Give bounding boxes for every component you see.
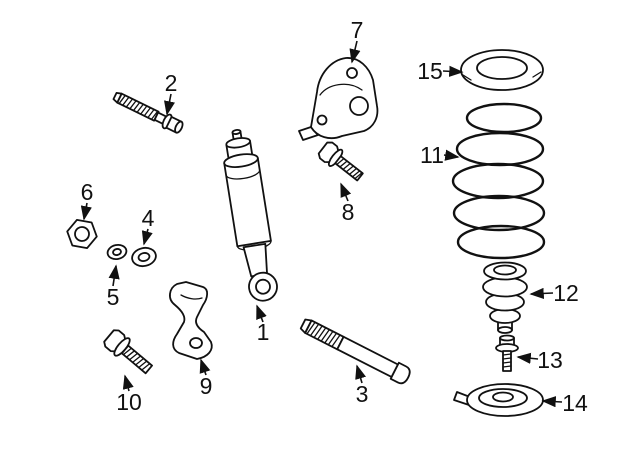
part-coil-spring <box>451 102 546 260</box>
bracket7-hole-top <box>346 67 358 79</box>
arrow-part-7 <box>349 40 361 64</box>
part-label-9: 9 <box>200 373 213 399</box>
shock-body-ring-upper <box>225 169 261 180</box>
part-long-mounting-bolt <box>299 318 411 385</box>
upper-pad-inner <box>476 56 528 80</box>
shock-body-top <box>223 153 259 169</box>
arrow-part-4 <box>141 228 153 246</box>
part-label-5: 5 <box>107 284 120 310</box>
part-shock-absorber <box>223 128 278 302</box>
arrow-part-11 <box>443 149 460 161</box>
arrow-part-10 <box>122 374 134 392</box>
washer4-inner <box>137 252 151 262</box>
part-upper-spring-pad <box>460 49 544 91</box>
arrow-part-3 <box>355 364 366 384</box>
upper-pad-detail <box>462 71 542 81</box>
bolt3-shaft-joint <box>336 336 345 350</box>
bolt3-shaft <box>336 335 399 378</box>
callout-arrows <box>80 40 563 408</box>
part-stud-bolt <box>112 91 184 134</box>
bracket9-body <box>169 281 213 360</box>
part-bump-stopper-bolt <box>495 334 519 372</box>
arrow-part-8 <box>340 182 352 202</box>
spring-coil-2 <box>455 131 545 167</box>
bracket7-body <box>310 57 379 140</box>
bolt3-threads <box>306 321 341 348</box>
part-label-10: 10 <box>116 389 142 415</box>
part-label-7: 7 <box>351 17 364 43</box>
part-bump-stopper <box>482 261 528 334</box>
bolt3-end-cap <box>389 361 411 385</box>
part-hex-nut <box>66 218 98 250</box>
part-label-4: 4 <box>142 205 155 231</box>
part-washer-small <box>106 243 128 261</box>
spring-coil-3 <box>451 162 545 200</box>
part-label-8: 8 <box>342 199 355 225</box>
bolt13-shaft <box>502 350 512 372</box>
bump-stop-stem-cap <box>497 326 513 334</box>
arrow-part-1 <box>256 304 267 323</box>
part-flange-bolt-lower <box>103 329 153 375</box>
arrow-part-9 <box>199 358 211 376</box>
part-label-12: 12 <box>553 280 579 306</box>
shock-body <box>223 157 272 248</box>
part-lower-spring-pad <box>453 383 544 417</box>
nut-hole <box>74 226 90 242</box>
shock-lower-taper <box>242 242 268 278</box>
callout-labels: 1 2 3 4 5 6 7 8 9 10 11 12 13 14 15 <box>81 17 588 416</box>
part-label-1: 1 <box>257 319 270 345</box>
shock-eye-inner <box>255 278 271 295</box>
bracket9-crease <box>180 294 203 300</box>
part-upper-mounting-bracket <box>298 57 379 141</box>
shock-top-stem-cap <box>231 128 242 135</box>
bolt8-shaft <box>334 155 364 182</box>
arrow-part-2 <box>164 93 176 116</box>
bolt2-head-end <box>174 120 184 134</box>
shock-top-mount-cap <box>225 137 251 149</box>
bolt13-threads <box>502 353 512 368</box>
bracket7-hole-side <box>316 114 328 126</box>
spring-coil-4 <box>452 194 546 232</box>
part-lower-bracket <box>169 281 213 360</box>
bolt2-threads <box>118 94 159 120</box>
arrow-part-13 <box>516 352 539 364</box>
part-flange-bolt-upper <box>317 141 364 182</box>
bracket7-hole-main <box>349 96 369 116</box>
bracket9-hole <box>189 337 203 349</box>
arrow-part-14 <box>541 396 563 408</box>
spring-coil-1 <box>465 102 543 134</box>
part-label-6: 6 <box>81 179 94 205</box>
part-label-13: 13 <box>537 347 563 373</box>
arrow-part-6 <box>80 202 92 221</box>
washer5-inner <box>112 248 122 256</box>
bolt13-head-top <box>499 334 515 342</box>
bolt8-threads <box>336 157 363 180</box>
arrow-part-15 <box>442 65 464 77</box>
bump-stop-hole <box>493 264 517 276</box>
part-washer-large <box>131 246 157 268</box>
lower-pad-hole <box>492 391 514 403</box>
bolt10-threads <box>122 347 151 371</box>
bracket7-crease <box>319 83 363 96</box>
spring-coil-5 <box>456 224 546 260</box>
arrow-part-5 <box>108 264 120 287</box>
part-label-3: 3 <box>356 381 369 407</box>
arrow-part-12 <box>529 287 554 300</box>
part-label-15: 15 <box>417 58 443 84</box>
part-label-2: 2 <box>165 70 178 96</box>
part-label-11: 11 <box>420 142 444 168</box>
part-label-14: 14 <box>562 390 588 416</box>
